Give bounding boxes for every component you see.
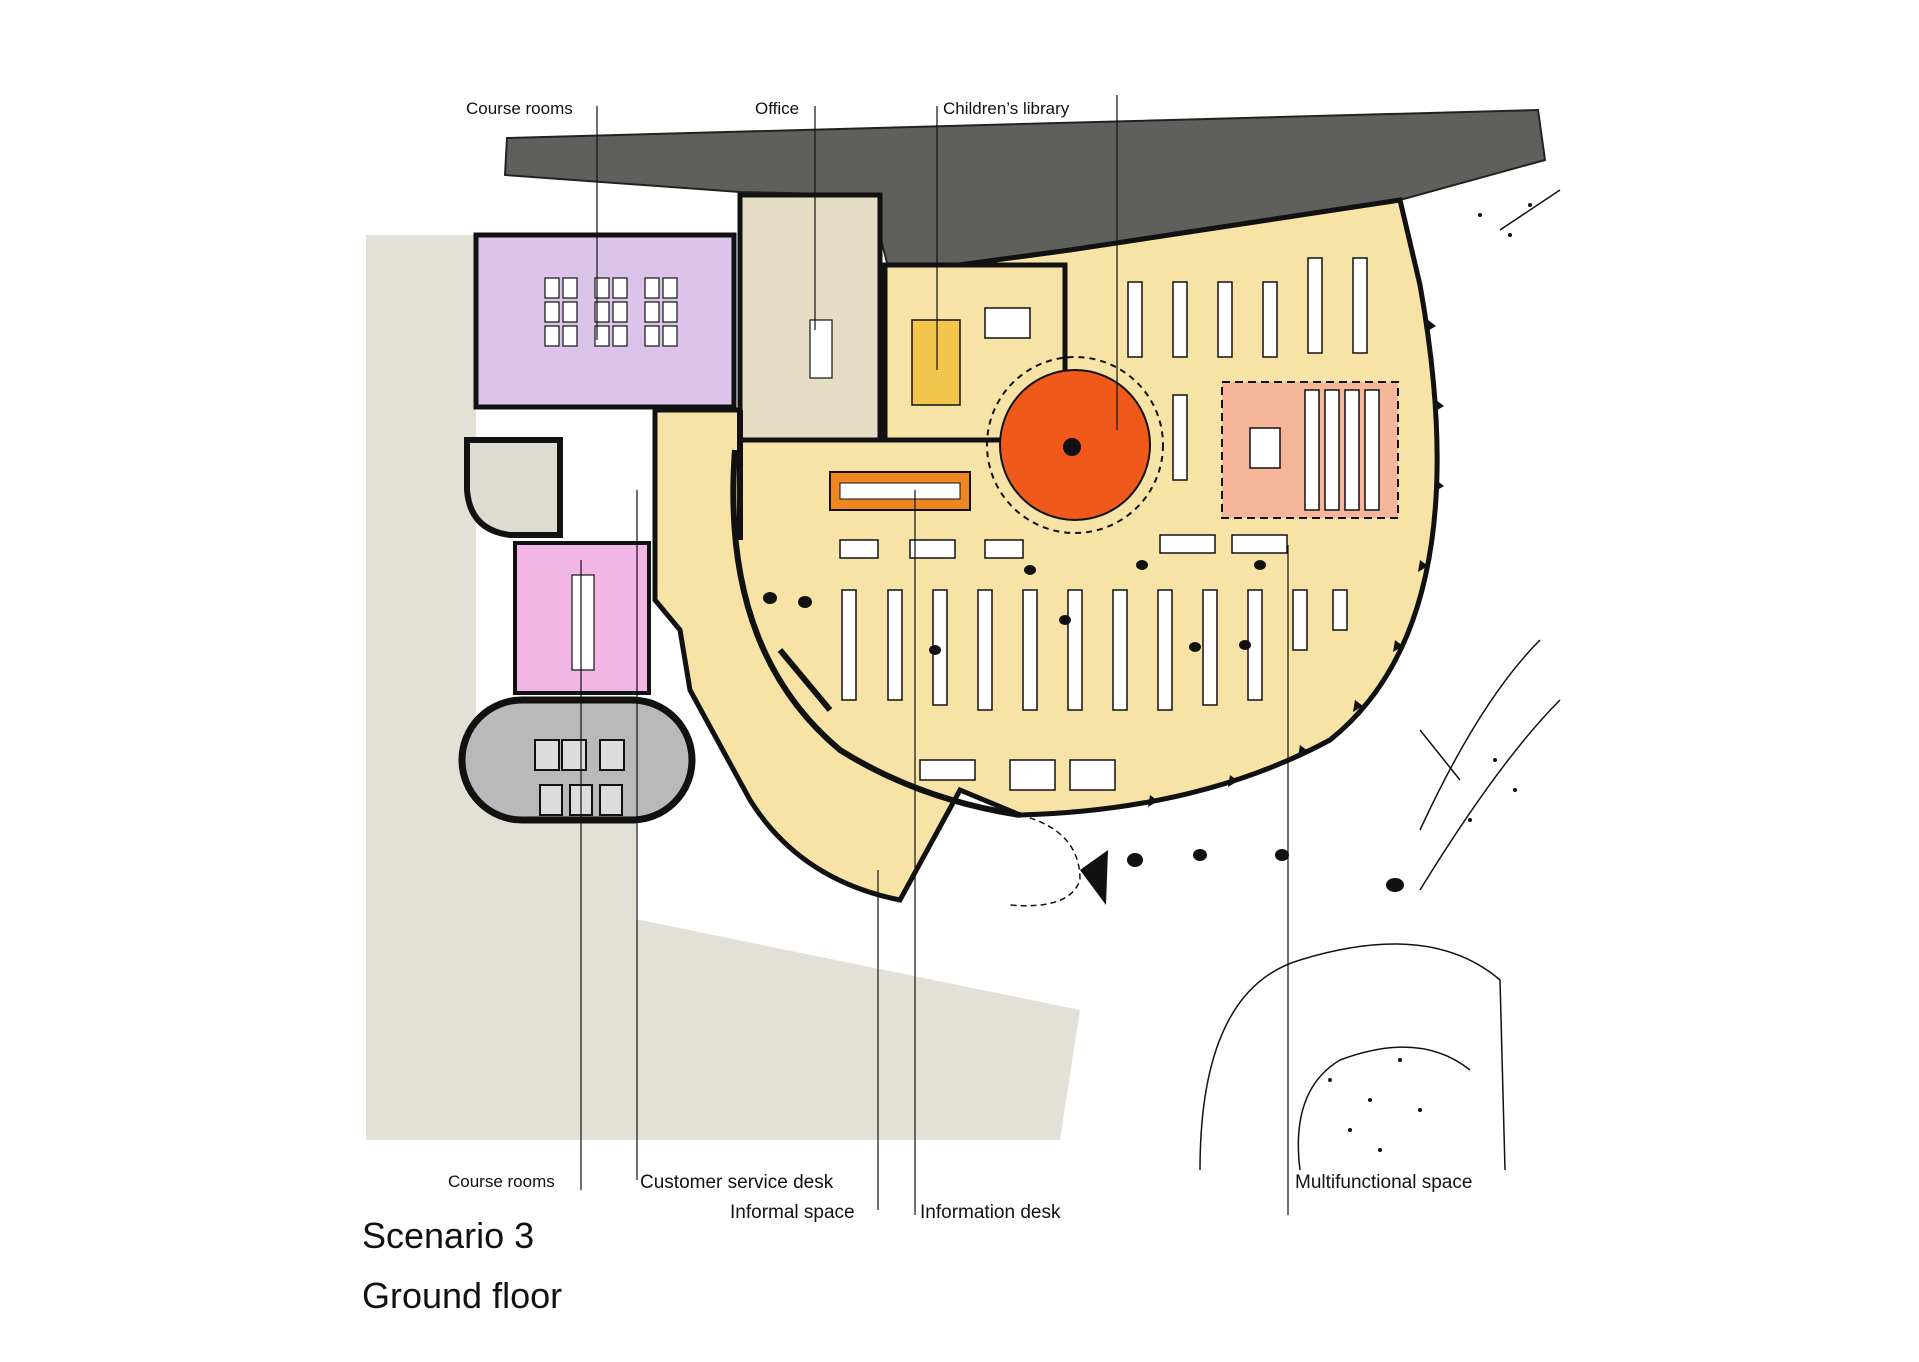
- multifunctional-rows: [1249, 389, 1380, 511]
- entrance-door-swing: [1009, 814, 1081, 907]
- landscape-dots: [1328, 203, 1532, 1152]
- childrens-reading-area: [911, 319, 961, 406]
- label-customer-service-desk: Customer service desk: [640, 1172, 834, 1193]
- study-tables: [839, 307, 1288, 791]
- office-room: [737, 192, 883, 443]
- label-information-desk: Information desk: [920, 1202, 1061, 1223]
- bookshelves: [841, 257, 1368, 711]
- facade-pillars: [1148, 320, 1444, 807]
- label-informal-space: Informal space: [730, 1202, 855, 1223]
- stair-block: [464, 437, 563, 538]
- childrens-circle-dashed: [986, 356, 1164, 534]
- furniture-seats: [763, 560, 1404, 892]
- label-course-rooms-top: Course rooms: [466, 99, 573, 118]
- entrance-arrow: [1080, 850, 1108, 905]
- label-childrens-library: Children’s library: [943, 99, 1070, 118]
- label-office: Office: [755, 99, 800, 118]
- wall-lines: [730, 410, 1021, 818]
- leader-lines: [580, 95, 1289, 1215]
- title-floor: Ground floor: [362, 1275, 563, 1316]
- label-multifunctional-space: Multifunctional space: [1295, 1172, 1473, 1193]
- toilet-cubicles: [534, 739, 625, 816]
- title-scenario: Scenario 3: [362, 1215, 535, 1256]
- landscape-lines: [1199, 189, 1561, 1171]
- label-course-rooms-bottom: Course rooms: [448, 1172, 555, 1191]
- course-room-tables: [544, 277, 833, 671]
